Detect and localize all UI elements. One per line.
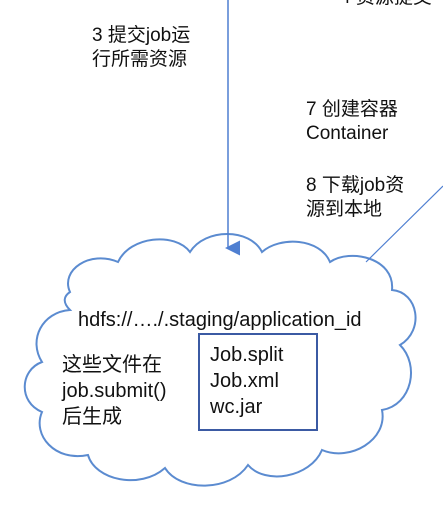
step8-line1: 8 下载job资 bbox=[306, 175, 405, 196]
hdfs-staging-path: hdfs://…./.staging/application_id bbox=[78, 309, 362, 331]
note-line1: 这些文件在 bbox=[62, 354, 162, 376]
step7-line1: 7 创建容器 bbox=[306, 99, 398, 120]
job-files-box bbox=[198, 333, 318, 431]
job-file-list: Job.split Job.xml wc.jar bbox=[210, 342, 283, 420]
file-job-split: Job.split bbox=[210, 344, 284, 366]
file-wc-jar: wc.jar bbox=[210, 396, 263, 418]
step8-download-line bbox=[365, 185, 443, 263]
step7-create-container-label: 7 创建容器 Container bbox=[306, 98, 398, 146]
note-line3: 后生成 bbox=[62, 406, 122, 428]
step8-download-resources-label: 8 下载job资 源到本地 bbox=[306, 174, 404, 222]
step3-submit-resources-label: 3 提交job运 行所需资源 bbox=[92, 24, 190, 72]
note-line2: job.submit() bbox=[62, 380, 167, 402]
step7-line2: Container bbox=[306, 123, 389, 144]
step3-line1: 3 提交job运 bbox=[92, 25, 191, 46]
step3-line2: 行所需资源 bbox=[92, 49, 188, 70]
file-job-xml: Job.xml bbox=[210, 370, 279, 392]
generated-after-submit-note: 这些文件在 job.submit() 后生成 bbox=[62, 352, 166, 430]
step8-line2: 源到本地 bbox=[306, 199, 383, 220]
partial-top-label: 4 资源提交 bbox=[340, 0, 432, 10]
